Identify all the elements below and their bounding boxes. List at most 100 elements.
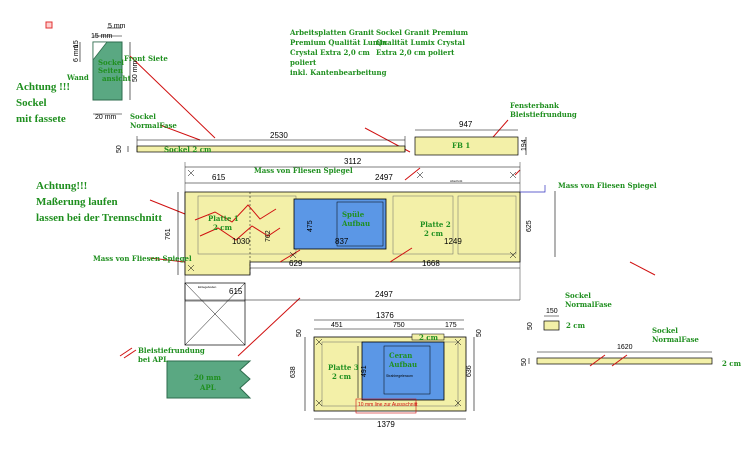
ceran-label-2: Aufbau <box>389 360 418 369</box>
dim-762: 762 <box>265 230 272 242</box>
dim-5mm: 5 mm <box>108 23 126 30</box>
seiten-label-2: Seiten <box>98 66 123 75</box>
small-sockel-label-1: Sockel <box>565 291 591 300</box>
fensterbank-name: FB 1 <box>452 141 471 150</box>
platte2-label-1: Platte 2 <box>420 220 451 229</box>
small-sockel-length: 150 <box>546 308 558 315</box>
small-sockel-height: 50 <box>527 322 534 330</box>
dim-6mm: 6 mm <box>73 44 80 63</box>
tiny-note-2: Abschnitt <box>450 179 463 183</box>
ceran-small-note: Strahlregeleraum <box>386 374 413 378</box>
apl-label-1: Bleistiefrundung <box>138 346 205 355</box>
apl-label-2: bei APL <box>138 355 169 364</box>
corner-marker <box>45 21 53 29</box>
dim-50mm: 50 mm <box>132 60 139 82</box>
spec-left-1: Arbeitsplatten Granit <box>290 28 375 37</box>
warning-maserung-1: Achtung!!! <box>36 180 88 192</box>
platte3-175: 175 <box>445 322 457 329</box>
wand-label: Wand <box>67 73 89 82</box>
platte3-note: 10 mm line zur Aussschnitt <box>358 402 418 408</box>
platte3-depth-right: 636 <box>466 365 473 377</box>
dim-1249: 1249 <box>444 237 462 246</box>
platte3-50a: 50 <box>296 329 303 337</box>
warning-sockel-2: Sockel <box>16 97 47 109</box>
sockel-length: 2530 <box>270 131 288 140</box>
long-sockel-label-2: NormalFase <box>652 335 699 344</box>
long-sockel-shape <box>528 351 713 367</box>
fensterbank-length: 947 <box>459 120 473 129</box>
sockel-side-view <box>79 27 131 115</box>
sockel-main-label-2: NormalFase <box>130 121 177 130</box>
dim-20mm: 20 mm <box>95 114 117 121</box>
fensterbank-label-1: Fensterbank <box>510 101 559 110</box>
dim-629: 629 <box>289 259 303 268</box>
spuele-label-2: Aufbau <box>342 219 371 228</box>
dim-837: 837 <box>335 237 349 246</box>
fensterbank-label-2: Bleistiefrundung <box>510 110 577 119</box>
dim-1030: 1030 <box>232 237 250 246</box>
spuele-label-1: Spüle <box>342 210 365 219</box>
warning-maserung-2: Maßerung laufen <box>36 196 118 208</box>
spec-left-4: poliert <box>290 58 317 67</box>
seiten-label-1: Sockel <box>98 58 124 67</box>
spec-right-2: Qualität Lumix Crystal <box>376 38 465 47</box>
main-left-length: 615 <box>212 173 226 182</box>
sockel-strip-label: Sockel 2 cm <box>164 145 212 154</box>
platte3-bottom: 1379 <box>377 420 395 429</box>
long-sockel-height: 50 <box>521 358 528 366</box>
platte3-depth-left: 638 <box>290 366 297 378</box>
main-bottom-length: 2497 <box>375 290 393 299</box>
platte3-shape <box>304 319 475 420</box>
spiegel-right-label: Mass von Fliesen Spiegel <box>558 181 657 190</box>
platte3-name-2: 2 cm <box>332 372 351 381</box>
spiegel-top-label: Mass von Fliesen Spiegel <box>254 166 353 175</box>
warning-sockel-1: Achtung !!! <box>16 81 71 93</box>
spec-left-5: inkl. Kantenbearbeitung <box>290 68 387 77</box>
platte1-label-2: 2 cm <box>213 223 232 232</box>
apl-sample-shape <box>166 360 252 399</box>
platte2-label-2: 2 cm <box>424 229 443 238</box>
long-sockel-thick: 2 cm <box>722 359 741 368</box>
tiny-note-1: Einlegeboden <box>198 285 217 289</box>
apl-sample-1: 20 mm <box>194 373 221 382</box>
depth-right: 625 <box>526 220 533 232</box>
spec-left-2: Premium Qualität Lumix <box>290 38 388 47</box>
apl-sample-2: APL <box>200 383 216 392</box>
spec-left-3: Crystal Extra 2,0 cm <box>290 48 370 57</box>
fensterbank-height: 194 <box>521 139 528 151</box>
dim-615-bottom: 615 <box>229 287 243 296</box>
small-sockel-thick: 2 cm <box>566 321 585 330</box>
spec-right-1: Sockel Granit Premium <box>376 28 468 37</box>
dim-15mm: 15 mm <box>91 33 113 40</box>
ceran-label-1: Ceran <box>389 351 413 360</box>
platte3-50b: 50 <box>476 329 483 337</box>
platte1-label-1: Platte 1 <box>208 214 239 223</box>
small-sockel-shape <box>543 315 560 331</box>
long-sockel-label-1: Sockel <box>652 326 678 335</box>
sockel-strip-2530 <box>127 136 406 153</box>
seiten-label-3: ansicht <box>102 74 131 83</box>
platte3-491: 491 <box>361 365 368 377</box>
dim-475: 475 <box>307 220 314 232</box>
sockel-height: 50 <box>116 145 123 153</box>
small-sockel-label-2: NormalFase <box>565 300 612 309</box>
platte3-451: 451 <box>331 322 343 329</box>
platte3-total: 1376 <box>376 311 394 320</box>
sockel-main-label-1: Sockel <box>130 112 156 121</box>
spec-right-3: Extra 2,0 cm poliert <box>376 48 455 57</box>
spiegel-left-label: Mass von Fliesen Spiegel <box>93 254 192 263</box>
main-worktop <box>177 162 556 346</box>
dim-1668: 1668 <box>422 259 440 268</box>
platte3-name-1: Platte 3 <box>328 363 359 372</box>
apl-mark <box>119 347 137 359</box>
depth-left: 761 <box>165 228 172 240</box>
main-total-length: 3112 <box>344 157 362 166</box>
platte3-cut: 2 cm <box>419 333 438 342</box>
fensterbank-shape <box>414 129 527 156</box>
platte3-750: 750 <box>393 322 405 329</box>
main-right-length: 2497 <box>375 173 393 182</box>
long-sockel-length: 1620 <box>617 344 633 351</box>
warning-sockel-3: mit fassete <box>16 113 66 125</box>
warning-maserung-3: lassen bei der Trennschnitt <box>36 212 163 224</box>
